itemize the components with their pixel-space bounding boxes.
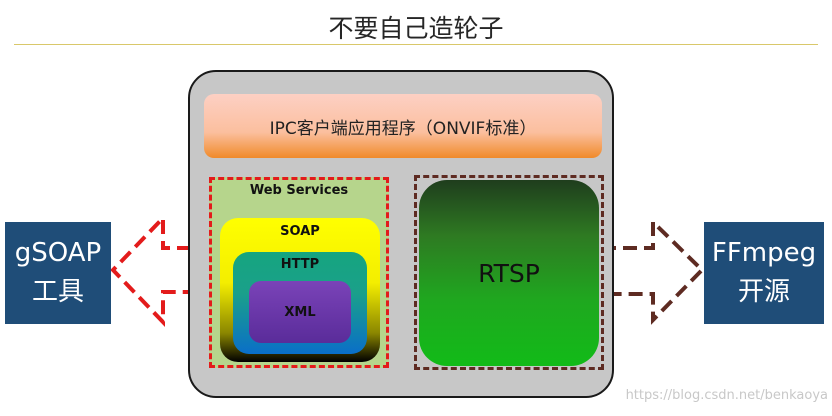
xml-box: XML <box>249 281 351 343</box>
ipc-app-layer: IPC客户端应用程序（ONVIF标准） <box>204 94 602 158</box>
rtsp-label: RTSP <box>478 258 540 288</box>
gsoap-label: gSOAP <box>14 238 102 268</box>
rtsp-box: RTSP <box>419 180 599 366</box>
gsoap-sublabel: 工具 <box>31 277 84 307</box>
ffmpeg-sublabel: 开源 <box>737 277 790 307</box>
web-services-label: Web Services <box>249 183 349 198</box>
ffmpeg-tool-box: FFmpeg 开源 <box>704 222 824 324</box>
soap-label: SOAP <box>280 224 320 239</box>
page-title: 不要自己造轮子 <box>328 14 504 43</box>
rtsp-dashed-frame <box>414 175 604 370</box>
right-arrow-icon <box>600 217 705 325</box>
watermark: https://blog.csdn.net/benkaoya <box>625 388 828 403</box>
xml-label: XML <box>284 304 316 320</box>
ffmpeg-label: FFmpeg <box>711 238 817 268</box>
http-label: HTTP <box>280 257 320 272</box>
title-divider <box>14 44 818 45</box>
gsoap-tool-box: gSOAP 工具 <box>5 222 111 324</box>
